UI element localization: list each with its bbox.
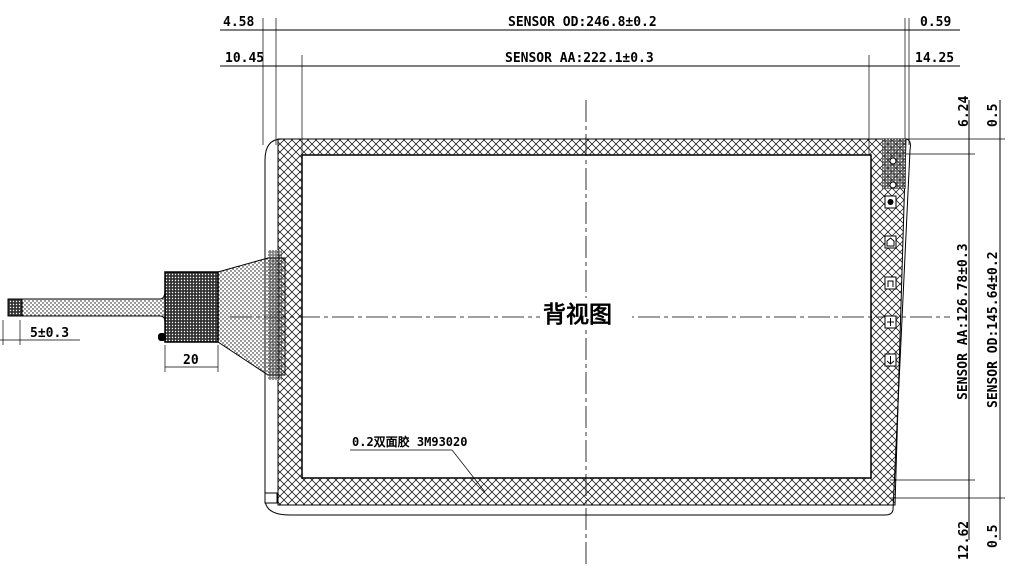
- button-icons: [884, 157, 897, 367]
- dim-fpc-tail: 5±0.3: [30, 326, 69, 341]
- dim-sensor-aa-width: SENSOR AA:222.1±0.3: [505, 51, 654, 66]
- stiffener: [164, 271, 219, 343]
- dim-stiffener-width: 20: [183, 353, 199, 368]
- dim-top-offset-od: 0.5: [986, 104, 1001, 127]
- dim-bottom-offset-od: 0.5: [986, 525, 1001, 548]
- fpc-cable: [0, 250, 286, 504]
- dim-right-offset-aa: 14.25: [915, 51, 954, 66]
- home-icon: [884, 235, 897, 249]
- fpc-gold-fingers: [7, 298, 23, 317]
- dim-sensor-od-width: SENSOR OD:246.8±0.2: [508, 15, 657, 30]
- dim-bottom-offset-aa: 12.62: [957, 521, 972, 560]
- dim-right-offset-od: 0.59: [920, 15, 951, 30]
- dim-left-offset-aa: 10.45: [225, 51, 264, 66]
- right-dimensions: [890, 100, 1005, 540]
- adhesive-note: 0.2双面胶 3M93020: [352, 434, 467, 449]
- back-icon: [884, 276, 897, 290]
- dim-left-offset-od: 4.58: [223, 15, 254, 30]
- top-dimensions: [220, 18, 960, 155]
- dim-sensor-aa-height: SENSOR AA:126.78±0.3: [956, 243, 971, 400]
- leader-arrow: [451, 449, 486, 493]
- dim-top-offset-aa: 6.24: [957, 96, 972, 127]
- sensor-outline: [264, 138, 911, 516]
- dim-sensor-od-height: SENSOR OD:145.64±0.2: [986, 251, 1001, 408]
- view-title: 背视图: [543, 301, 612, 328]
